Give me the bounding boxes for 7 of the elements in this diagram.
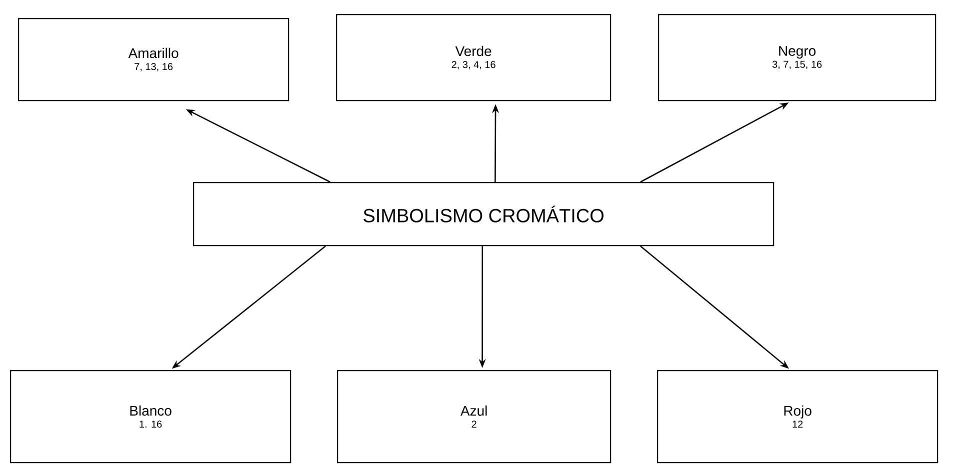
color-box: Azul 2 [337, 370, 612, 464]
title-box: SIMBOLISMO CROMÁTICO [193, 182, 774, 246]
color-box: Amarillo 7, 13, 16 [18, 18, 290, 102]
color-box: Verde 2, 3, 4, 16 [336, 14, 612, 102]
color-box: Blanco 1. 16 [10, 370, 292, 464]
color-box: Rojo 12 [657, 370, 938, 464]
color-box: Negro 3, 7, 15, 16 [658, 14, 936, 102]
